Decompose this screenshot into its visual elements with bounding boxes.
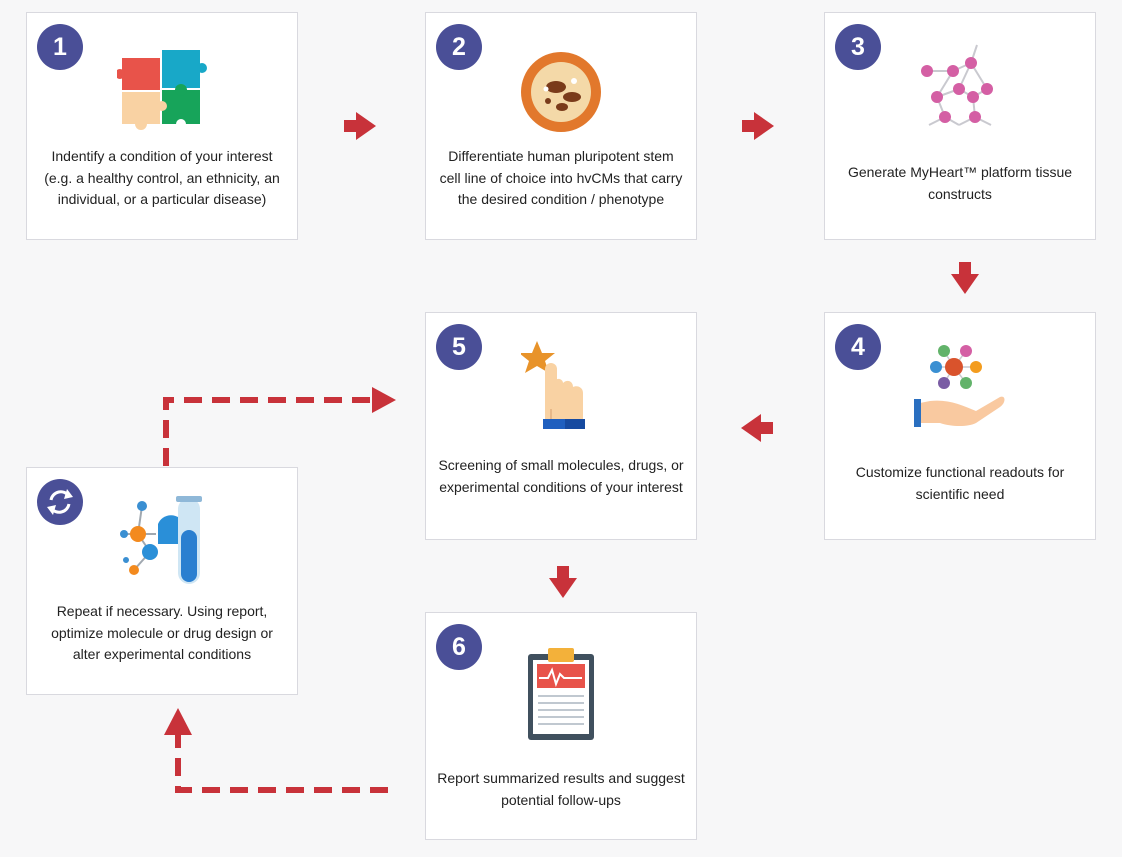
step-description: Customize functional readouts for scient… [855,464,1065,502]
clipboard-report-icon [426,646,696,742]
step-description: Screening of small molecules, drugs, or … [438,457,684,495]
step-badge: 5 [436,324,482,370]
step-badge: 3 [835,24,881,70]
dashed-loop-top-arrowhead [372,387,396,413]
step-description: Generate MyHeart™ platform tissue constr… [847,164,1073,202]
arrow-3-to-4 [951,262,979,294]
arrow-2-to-3 [742,112,774,140]
dashed-loop-bottom [175,735,388,793]
dashed-loop-bottom-arrowhead [164,708,192,735]
step-description: Repeat if necessary. Using report, optim… [51,603,273,662]
step-description: Differentiate human pluripotent stem cel… [439,148,683,207]
step-badge: 2 [436,24,482,70]
step-description: Report summarized results and suggest po… [437,770,685,808]
cell-dish-icon [426,49,696,135]
step-card-3: 3 Generate MyHeart™ platform tissue cons… [824,12,1096,240]
repeat-badge [37,479,83,525]
step-card-4: 4 Customize functional readouts for scie… [824,312,1096,540]
step-badge: 6 [436,624,482,670]
step-card-1: 1 Indentify a condition of your interest… [26,12,298,240]
puzzle-icon [27,46,297,130]
arrow-1-to-2 [344,112,376,140]
molecular-lattice-icon [825,43,1095,133]
refresh-icon [47,489,73,515]
arrow-5-to-6 [549,566,577,598]
dashed-loop-top [163,397,372,466]
step-card-5: 5 Screening of small molecules, drugs, o… [425,312,697,540]
step-card-6: 6 Report summarized results and suggest … [425,612,697,840]
step-badge: 4 [835,324,881,370]
star-pointer-icon [426,339,696,435]
molecule-testtube-icon [27,494,297,590]
step-description: Indentify a condition of your interest (… [44,148,280,207]
arrow-4-to-5 [741,414,773,442]
step-card-repeat: Repeat if necessary. Using report, optim… [26,467,298,695]
step-badge: 1 [37,24,83,70]
hand-molecule-icon [825,339,1095,439]
step-card-2: 2 Differentiate human pluripotent stem c… [425,12,697,240]
